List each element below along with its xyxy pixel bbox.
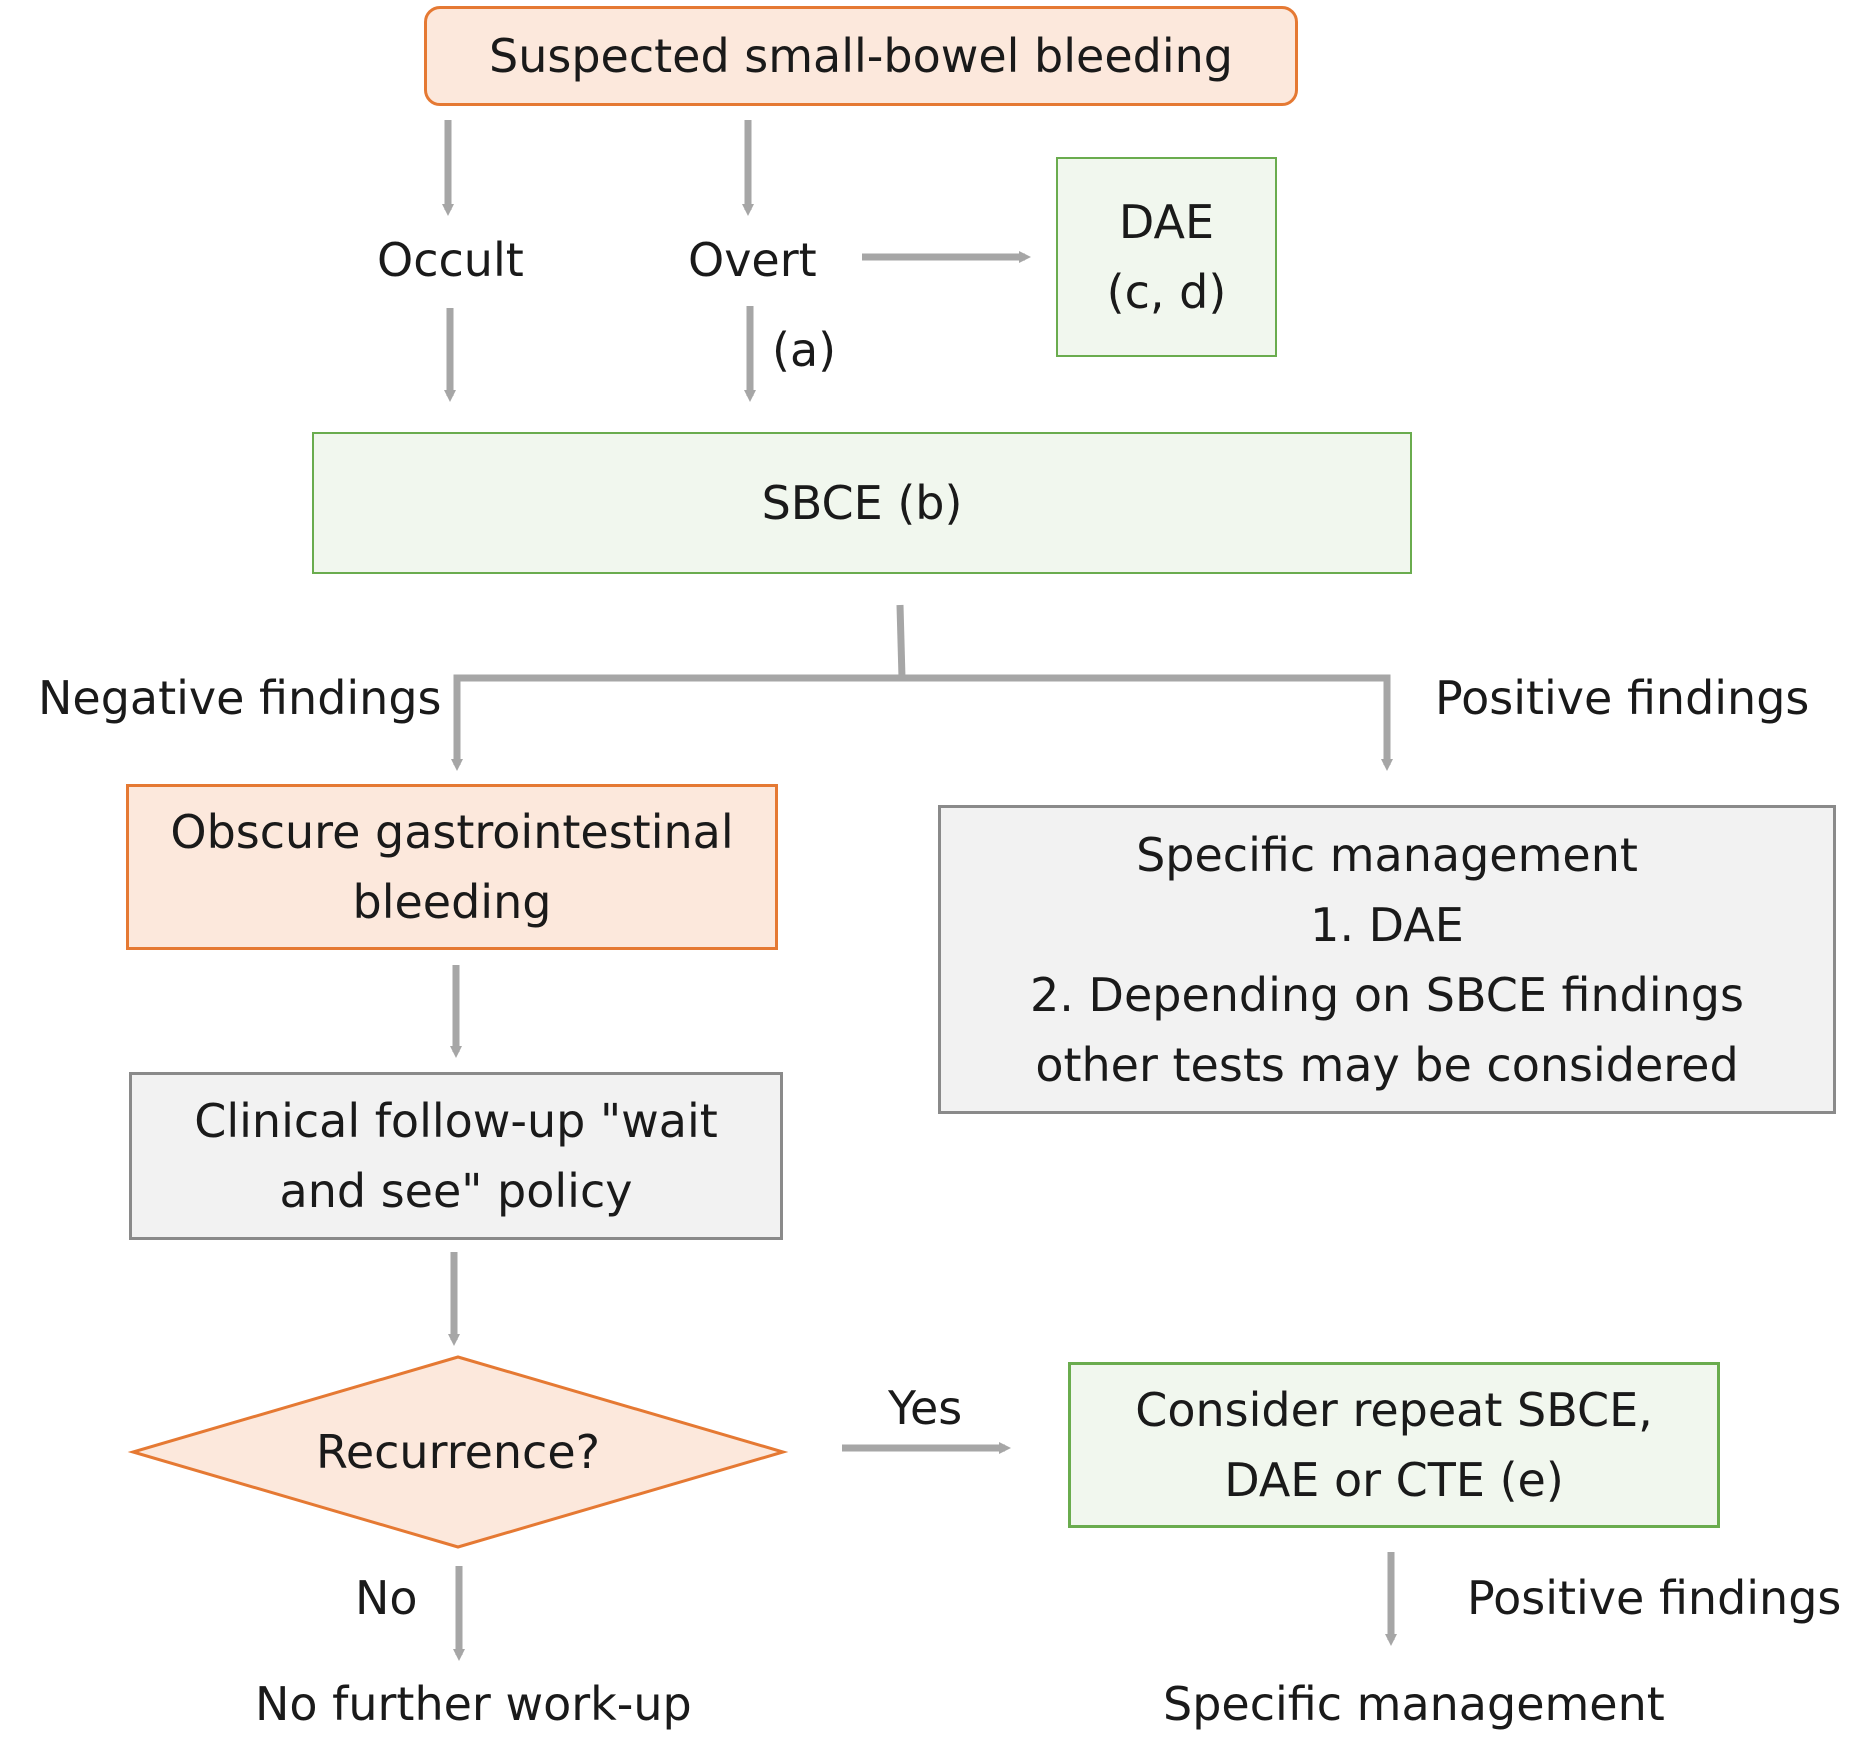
no-further-workup-label: No further work-up	[255, 1677, 692, 1731]
no-label: No	[355, 1571, 418, 1625]
connector-sbce-split	[896, 604, 906, 679]
followup-box-line2: and see" policy	[279, 1164, 633, 1218]
specific-management-outcome-label: Specific management	[1163, 1677, 1665, 1731]
specific-management-box: Specific management 1. DAE 2. Depending …	[938, 805, 1836, 1114]
arrow-to-positive-findings	[902, 674, 1393, 771]
sbce-box: SBCE (b)	[312, 432, 1412, 574]
arrow-to-negative-findings	[451, 674, 902, 771]
recurrence-question: Recurrence?	[315, 1425, 601, 1479]
positive-findings-lower-label: Positive findings	[1467, 1571, 1842, 1625]
management-box-line4: other tests may be considered	[1035, 1037, 1739, 1092]
recurrence-diamond	[127, 1355, 789, 1549]
followup-box-line1: Clinical follow-up "wait	[194, 1094, 718, 1148]
start-box: Suspected small-bowel bleeding	[424, 6, 1298, 106]
repeat-box-line1: Consider repeat SBCE,	[1135, 1383, 1653, 1437]
obscure-bleeding-box: Obscure gastrointestinal bleeding	[126, 784, 778, 950]
sbce-box-text: SBCE (b)	[761, 476, 963, 530]
positive-findings-label: Positive findings	[1435, 671, 1810, 725]
obscure-box-line2: bleeding	[352, 875, 552, 929]
management-box-line2: 1. DAE	[1310, 897, 1464, 952]
followup-box: Clinical follow-up "wait and see" policy	[129, 1072, 783, 1240]
management-box-line3: 2. Depending on SBCE findings	[1030, 967, 1744, 1022]
management-box-line1: Specific management	[1136, 827, 1638, 882]
obscure-box-line1: Obscure gastrointestinal	[170, 805, 734, 859]
overt-note-label: (a)	[772, 323, 837, 377]
dae-box-line1: DAE	[1118, 195, 1215, 249]
dae-box: DAE (c, d)	[1056, 157, 1277, 357]
start-box-text: Suspected small-bowel bleeding	[489, 29, 1233, 83]
occult-label: Occult	[377, 233, 524, 287]
repeat-sbce-box: Consider repeat SBCE, DAE or CTE (e)	[1068, 1362, 1720, 1528]
repeat-box-line2: DAE or CTE (e)	[1224, 1453, 1564, 1507]
overt-label: Overt	[688, 233, 817, 287]
yes-label: Yes	[888, 1381, 963, 1435]
dae-box-line2: (c, d)	[1106, 265, 1227, 319]
negative-findings-label: Negative findings	[38, 671, 442, 725]
